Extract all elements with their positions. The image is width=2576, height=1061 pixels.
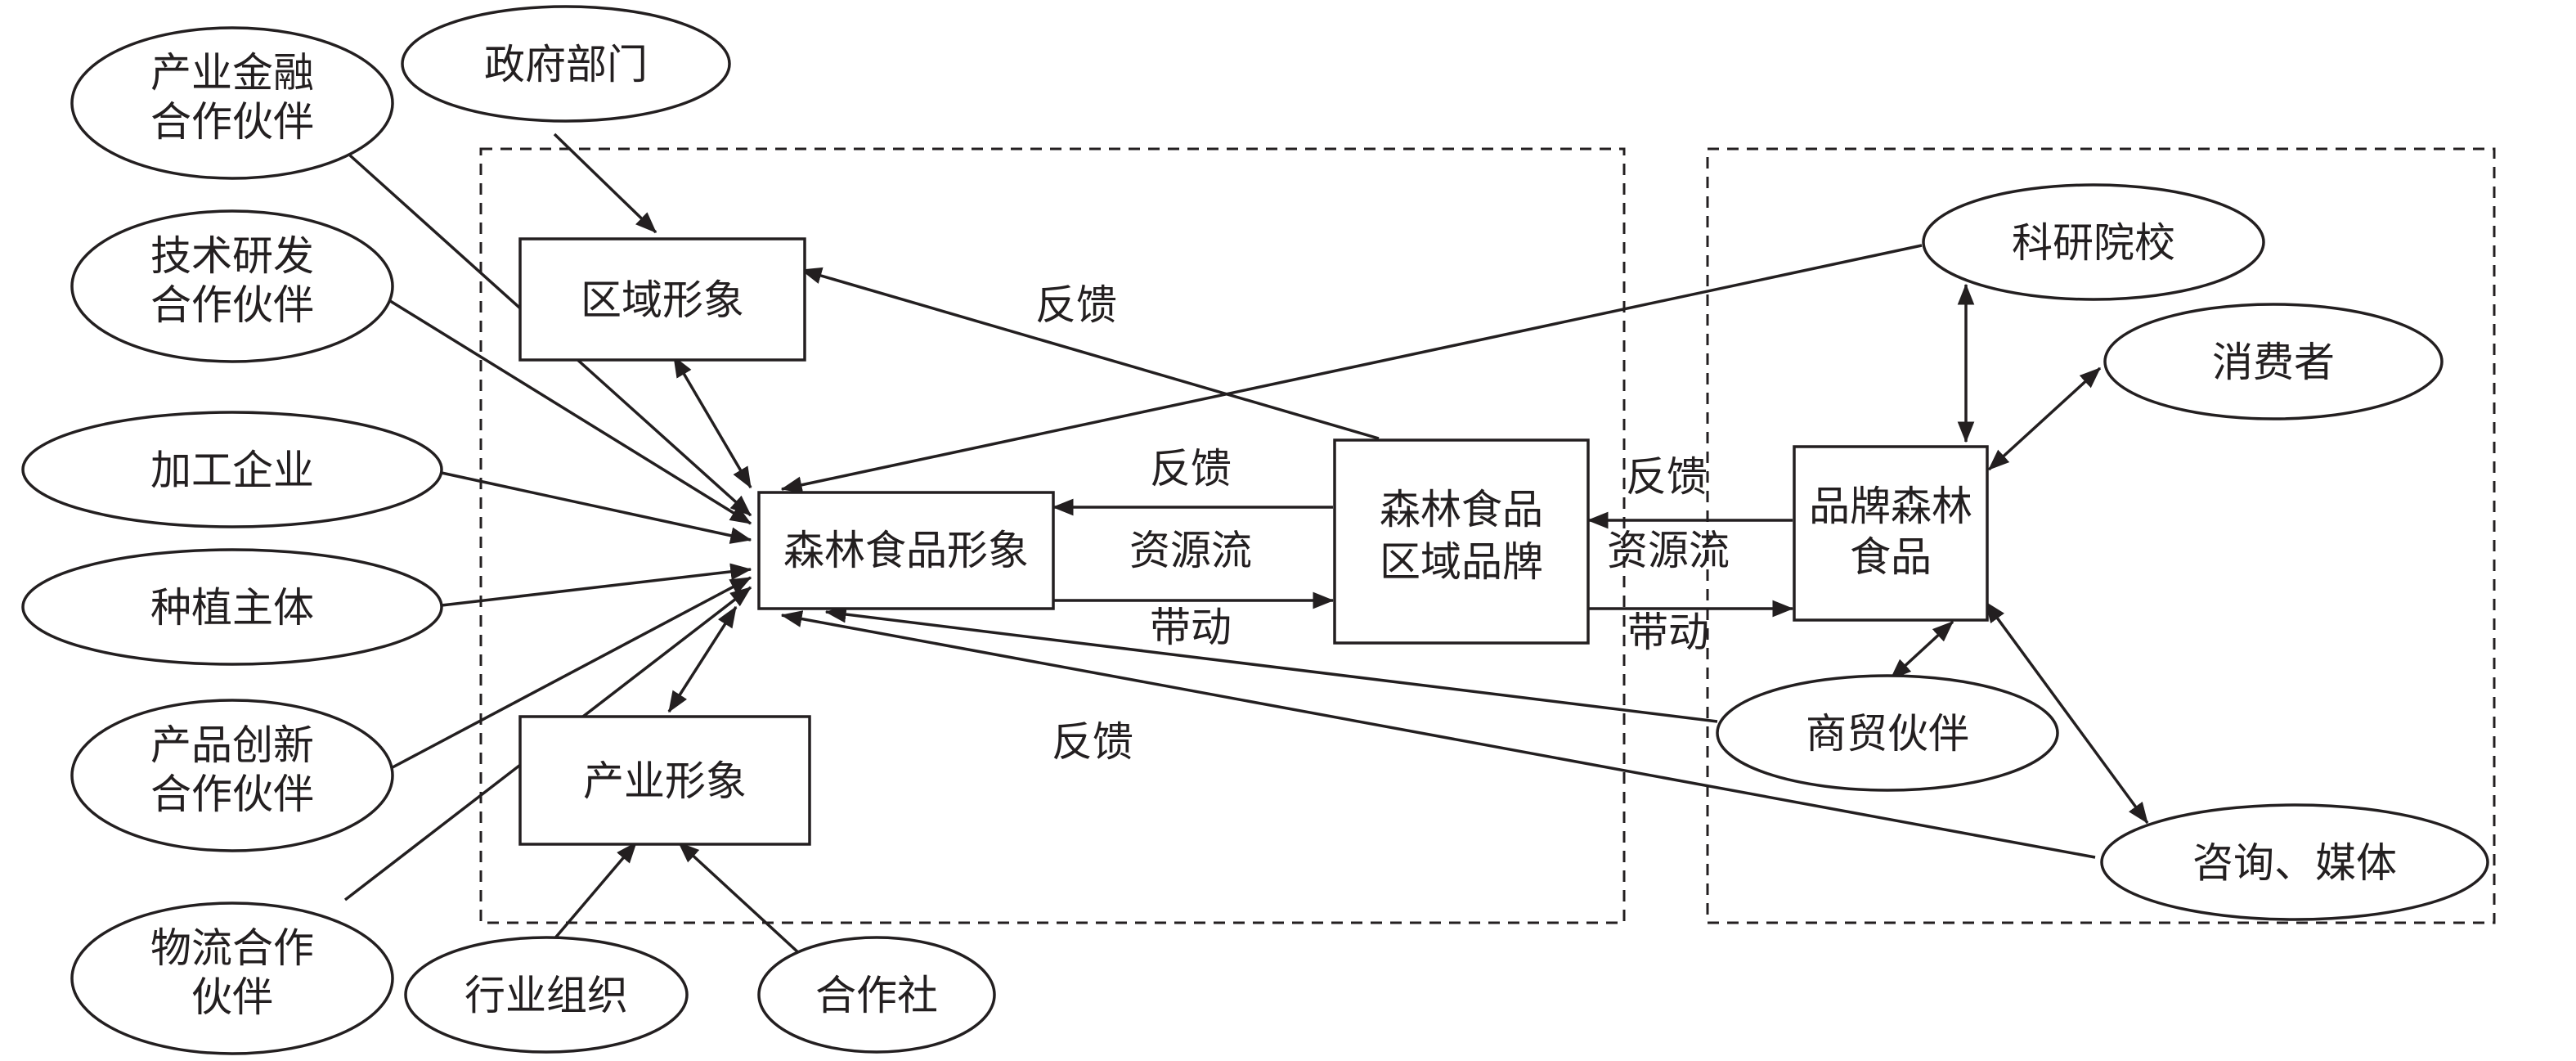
node-industry-image: 产业形象 [518,715,811,846]
node-consulting-media-line-1: 咨询、媒体 [2192,839,2397,887]
node-industry-finance: 产业金融 合作伙伴 [70,26,394,180]
node-consulting-media: 咨询、媒体 [2100,803,2489,921]
node-cooperative-line-1: 合作社 [815,972,938,1019]
node-cooperative: 合作社 [757,936,996,1054]
node-product-innovation-line-2: 合作伙伴 [150,771,314,818]
edge-government-to-regional-image [553,133,657,234]
node-consumers-line-1: 消费者 [2212,339,2335,386]
node-tech-rd-line-2: 合作伙伴 [150,281,314,329]
label-feedback-right: 反馈 [1626,453,1708,501]
edge-labels: 反馈 反馈 资源流 带动 反馈 资源流 带动 反馈 [1035,281,1730,766]
node-research-institutes-line-1: 科研院校 [2012,219,2175,267]
node-planting: 种植主体 [21,548,443,666]
node-logistics-line-2: 伙伴 [191,973,273,1021]
node-regional-image: 区域形象 [518,237,806,362]
node-industry-org: 行业组织 [404,936,689,1054]
edge-industry-org-to-industry-image [551,841,638,942]
edge-trade-branded [1889,620,1954,681]
node-industry-image-line-1: 产业形象 [583,758,747,805]
node-consumers: 消费者 [2103,303,2444,420]
edge-media-branded [1984,600,2149,825]
node-forest-food-image: 森林食品形象 [757,491,1055,610]
node-branded-food-line-1: 品牌森林 [1809,483,1972,530]
label-feedback-top: 反馈 [1035,281,1117,329]
label-resource-flow-right: 资源流 [1607,527,1730,574]
node-industry-finance-line-2: 合作伙伴 [150,98,314,146]
node-branded-food-line-2: 食品 [1850,533,1932,581]
node-government-line-1: 政府部门 [484,41,648,88]
edge-industry-image-forest-image [667,605,738,713]
node-regional-image-line-1: 区域形象 [581,276,744,324]
label-drive-mid: 带动 [1150,604,1232,651]
node-regional-brand: 森林食品 区域品牌 [1333,438,1590,645]
label-feedback-mid: 反馈 [1150,445,1232,492]
node-product-innovation: 产品创新 合作伙伴 [70,699,394,852]
node-processing-line-1: 加工企业 [150,447,314,494]
edge-planting-to-image [441,563,752,607]
label-feedback-bottom: 反馈 [1052,718,1133,766]
node-processing: 加工企业 [21,411,443,528]
node-regional-brand-line-2: 区域品牌 [1380,538,1543,586]
label-drive-right: 带动 [1627,609,1709,656]
node-tech-rd-line-1: 技术研发 [150,232,314,280]
node-regional-brand-line-1: 森林食品 [1380,486,1543,533]
edge-brand-feedback-to-regional-image [800,267,1380,440]
node-logistics-line-1: 物流合作 [150,924,314,972]
node-branded-food: 品牌森林 食品 [1793,445,1989,622]
branded-food-frame [1706,147,2496,924]
regional-brand-frame [479,147,1626,924]
edges [343,133,2149,955]
edge-consumers-branded [1987,366,2102,471]
node-government: 政府部门 [401,5,731,123]
edge-regional-image-forest-image [672,355,752,489]
edge-cooperative-to-industry-image [677,841,801,955]
edge-trade-to-image [824,605,1718,723]
node-trade-partners: 商贸伙伴 [1716,674,2059,792]
edge-research-to-image [780,244,1923,494]
label-resource-flow-mid: 资源流 [1129,527,1252,574]
node-trade-partners-line-1: 商贸伙伴 [1806,710,1969,758]
node-logistics: 物流合作 伙伴 [70,901,394,1055]
node-planting-line-1: 种植主体 [150,584,314,632]
edge-media-to-image [780,610,2096,859]
node-tech-rd: 技术研发 合作伙伴 [70,209,394,363]
edge-processing-to-image [441,471,752,544]
node-product-innovation-line-1: 产品创新 [150,722,314,769]
node-industry-org-line-1: 行业组织 [464,972,628,1019]
node-industry-finance-line-1: 产业金融 [150,49,314,97]
node-research-institutes: 科研院校 [1922,183,2265,301]
node-forest-food-image-line-1: 森林食品形象 [783,527,1029,574]
